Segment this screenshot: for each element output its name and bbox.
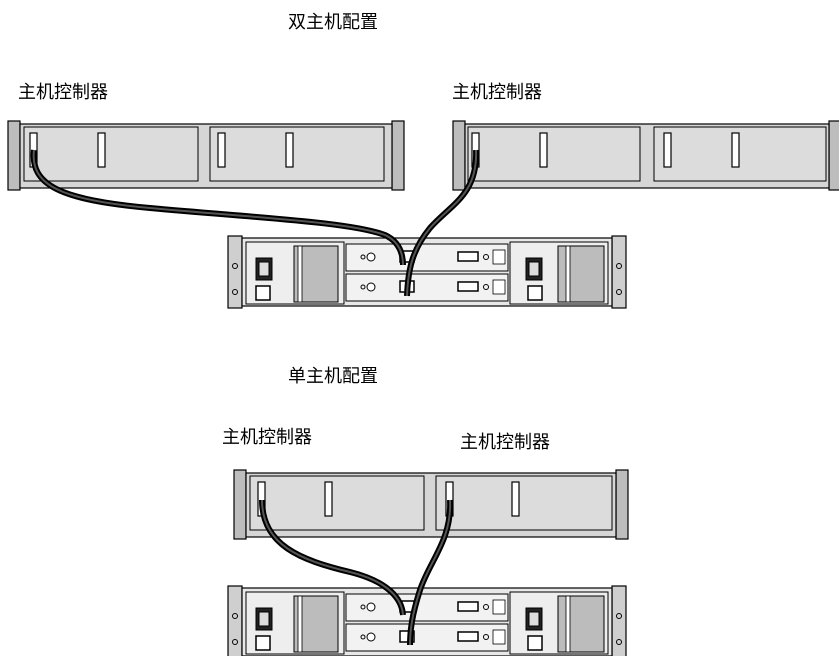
- led-icon: [483, 604, 489, 610]
- led-icon: [360, 284, 366, 290]
- sas-in-port-icon: [399, 630, 415, 643]
- power-switch-icon: [527, 285, 543, 301]
- screw-icon: [616, 289, 622, 295]
- dual-host-title: 双主机配置: [288, 12, 378, 33]
- screw-icon: [616, 613, 622, 619]
- host-controller-bottom: [233, 469, 629, 540]
- screw-icon: [616, 263, 622, 269]
- reset-button-icon: [366, 282, 376, 292]
- led-icon: [483, 254, 489, 260]
- reset-button-icon: [366, 602, 376, 612]
- cable-dual-host-1-inner: [32, 149, 404, 266]
- debug-port-icon: [492, 599, 506, 615]
- sas-out-port-icon: [457, 631, 479, 642]
- dual-host-right-label: 主机控制器: [452, 82, 542, 103]
- screw-icon: [232, 639, 238, 645]
- screw-icon: [232, 613, 238, 619]
- dual-host-left-label: 主机控制器: [18, 82, 108, 103]
- led-icon: [483, 634, 489, 640]
- led-icon: [360, 634, 366, 640]
- power-switch-icon: [527, 635, 543, 651]
- fan-grille: [557, 595, 605, 653]
- cable-dual-host-2-inner: [406, 149, 478, 297]
- rack-ear-right: [611, 235, 627, 309]
- single-host-left-label: 主机控制器: [222, 427, 312, 448]
- screw-icon: [232, 289, 238, 295]
- power-switch-icon: [255, 285, 271, 301]
- single-host-right-label: 主机控制器: [460, 432, 550, 453]
- reset-button-icon: [366, 252, 376, 262]
- rack-ear-right: [611, 585, 627, 656]
- led-icon: [483, 284, 489, 290]
- debug-port-icon: [492, 249, 506, 265]
- led-icon: [360, 604, 366, 610]
- storage-enclosure-bottom: [227, 585, 627, 656]
- sas-out-port-icon: [457, 251, 479, 262]
- sas-out-port-icon: [457, 601, 479, 612]
- single-host-title: 单主机配置: [288, 366, 378, 387]
- fan-grille: [557, 245, 605, 303]
- power-switch-icon: [255, 635, 271, 651]
- debug-port-icon: [492, 279, 506, 295]
- reset-button-icon: [366, 632, 376, 642]
- host-controller-right-top: [452, 120, 839, 191]
- sas-out-port-icon: [457, 281, 479, 292]
- rack-ear-left: [227, 585, 243, 656]
- rack-ear-left: [227, 235, 243, 309]
- screw-icon: [232, 263, 238, 269]
- led-icon: [360, 254, 366, 260]
- debug-port-icon: [492, 629, 506, 645]
- screw-icon: [616, 639, 622, 645]
- host-controller-left-top: [7, 120, 405, 191]
- storage-enclosure-top: [227, 235, 627, 309]
